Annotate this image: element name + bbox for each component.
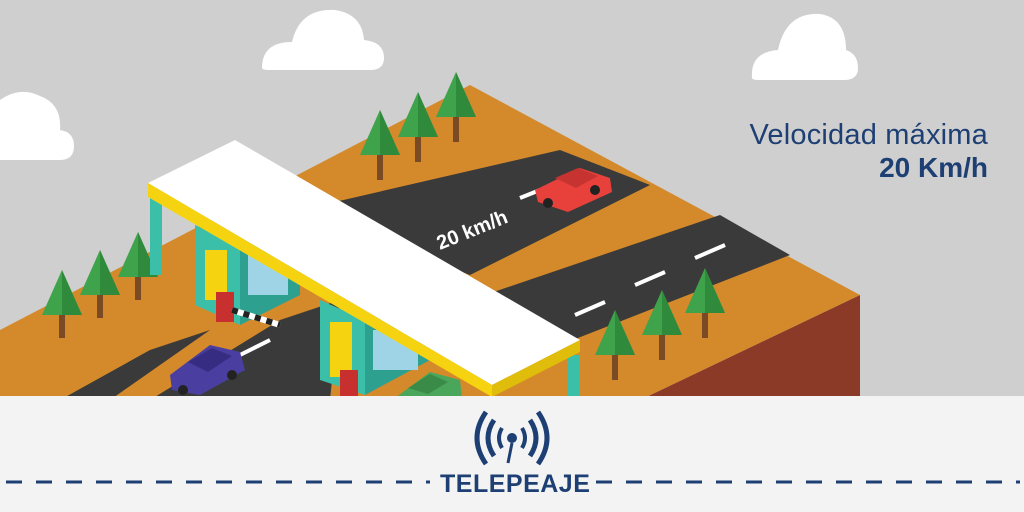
dashed-divider	[6, 480, 1020, 484]
road-lower-right	[470, 215, 790, 345]
lane-markings	[239, 188, 726, 357]
speed-limit-value: 20 Km/h	[879, 152, 988, 183]
canopy-pillar	[568, 355, 580, 400]
brand-name: TELEPEAJE	[440, 470, 591, 498]
toll-canopy	[148, 140, 580, 397]
signal-broadcast-icon	[474, 410, 550, 466]
canopy-pillar	[150, 195, 162, 275]
road-front-left	[60, 330, 210, 400]
speed-limit-notice: Velocidad máxima 20 Km/h	[749, 118, 988, 184]
green-car	[395, 372, 462, 398]
cloud-icon	[262, 9, 384, 70]
speed-limit-label: Velocidad máxima	[749, 119, 988, 151]
red-car	[535, 168, 612, 212]
cloud-icon	[751, 13, 858, 80]
cloud-icon	[0, 91, 74, 160]
footer-band	[0, 396, 1024, 512]
blue-car	[170, 345, 245, 395]
